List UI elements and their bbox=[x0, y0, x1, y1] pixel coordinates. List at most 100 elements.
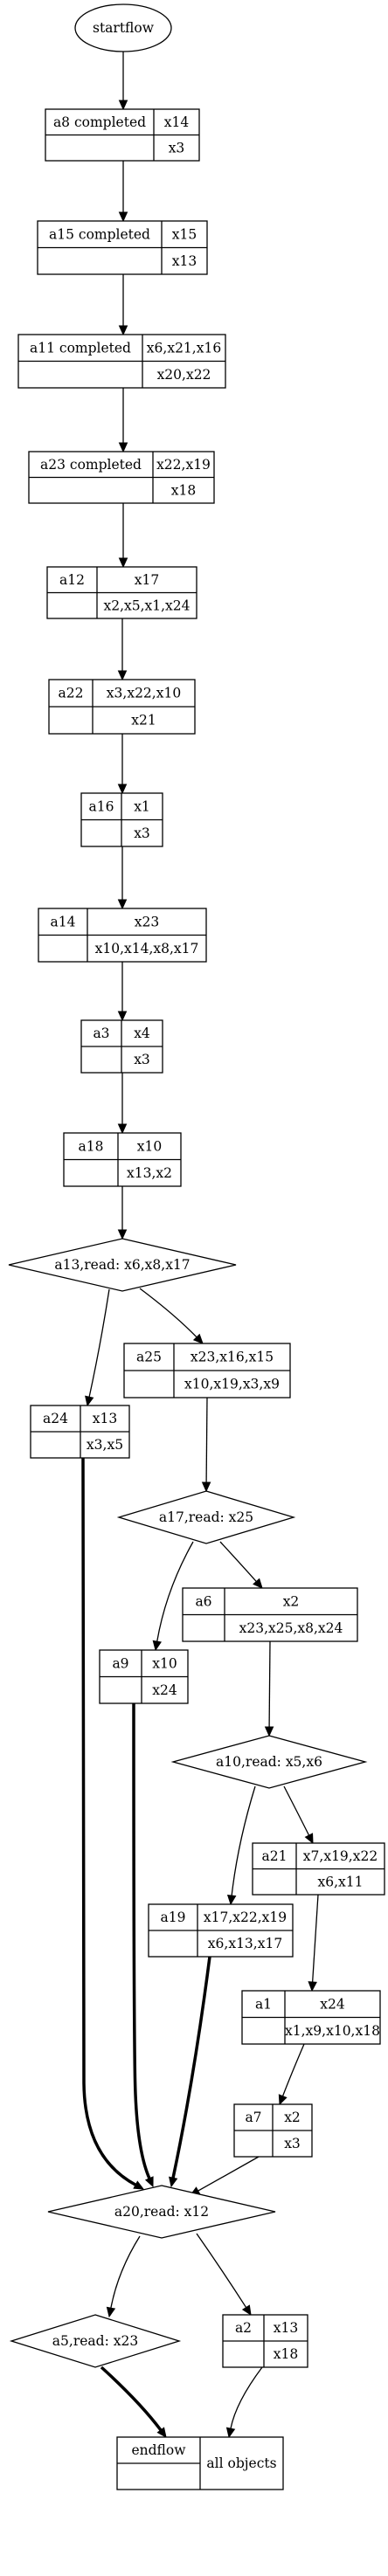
activity-name: a9 bbox=[112, 1655, 128, 1671]
written-objects: x17,x22,x19 bbox=[204, 1910, 287, 1925]
written-objects: x24 bbox=[320, 1996, 345, 2012]
read-objects: x3 bbox=[169, 140, 185, 155]
edge-arrowhead bbox=[85, 1395, 94, 1407]
read-objects: x10,x19,x3,x9 bbox=[184, 1377, 280, 1392]
edge-a17-to-a9 bbox=[152, 1541, 194, 1652]
read-objects: x21 bbox=[131, 713, 156, 729]
decision-label: a20,read: x12 bbox=[114, 2204, 209, 2220]
edge-line bbox=[281, 2043, 305, 2096]
edge-a11-to-a23 bbox=[118, 388, 128, 453]
activity-name: a11 completed bbox=[30, 340, 131, 356]
activity-name: a7 bbox=[245, 2110, 261, 2125]
decision-label: a17,read: x25 bbox=[159, 1509, 253, 1525]
activity-name: a14 bbox=[51, 914, 76, 929]
edge-a13-to-a24 bbox=[85, 1288, 110, 1407]
written-objects: x13 bbox=[274, 2320, 298, 2336]
edge-a25-to-a17 bbox=[201, 1397, 211, 1493]
edge-arrowhead bbox=[106, 2306, 116, 2318]
activity-name: a1 bbox=[255, 1996, 272, 2012]
written-objects: x17 bbox=[135, 572, 159, 588]
written-objects: x14 bbox=[164, 114, 190, 130]
edge-start-to-a8 bbox=[118, 52, 128, 111]
edge-arrowhead bbox=[117, 1229, 128, 1240]
edge-line bbox=[110, 2235, 141, 2309]
edge-arrowhead bbox=[308, 1981, 317, 1992]
edge-arrowhead bbox=[278, 2094, 288, 2106]
activity-name: a6 bbox=[195, 1593, 211, 1609]
written-objects: x15 bbox=[172, 226, 197, 242]
start-label: startflow bbox=[93, 20, 155, 36]
edge-a15-to-a11 bbox=[118, 274, 128, 336]
edge-arrowhead bbox=[304, 1833, 314, 1845]
edge-arrowhead bbox=[152, 1640, 162, 1652]
read-objects: x2,x5,x1,x24 bbox=[103, 597, 190, 613]
activity-name: a22 bbox=[59, 686, 84, 701]
edge-a10-to-a19 bbox=[226, 1785, 256, 1906]
edge-a1-to-a7 bbox=[278, 2043, 305, 2106]
activity-name: a12 bbox=[59, 572, 85, 588]
read-objects: x6,x13,x17 bbox=[208, 1936, 282, 1951]
activity-name: a25 bbox=[136, 1350, 162, 1365]
node-a13: a13,read: x6,x8,x17 bbox=[8, 1238, 237, 1292]
edge-line bbox=[88, 1288, 110, 1398]
edge-a21-to-a1 bbox=[308, 1894, 319, 1992]
edge-line bbox=[230, 2366, 263, 2429]
edge-line bbox=[268, 1640, 271, 1728]
written-objects: x2 bbox=[284, 2110, 301, 2125]
edge-arrowhead bbox=[144, 2176, 154, 2188]
node-a11: a11 completed x6,x21,x16 x20,x22 bbox=[17, 334, 226, 389]
written-objects: x10 bbox=[137, 1138, 162, 1154]
edge-line bbox=[231, 1785, 256, 1896]
node-a22: a22 x3,x22,x10 x21 bbox=[48, 679, 196, 735]
edge-line bbox=[156, 1541, 194, 1642]
edge-a13-to-a25 bbox=[139, 1288, 204, 1344]
edge-arrowhead bbox=[253, 1578, 263, 1589]
edge-line bbox=[219, 1541, 257, 1582]
edge-a23-to-a12 bbox=[118, 503, 128, 569]
edge-arrowhead bbox=[117, 899, 128, 910]
written-objects: x3,x22,x10 bbox=[107, 686, 181, 701]
edge-arrowhead bbox=[226, 1894, 237, 1906]
node-a20: a20,read: x12 bbox=[47, 2185, 276, 2239]
edge-arrowhead bbox=[201, 1481, 211, 1493]
edge-arrowhead bbox=[118, 211, 128, 223]
read-objects: x20,x22 bbox=[157, 367, 211, 383]
edge-line bbox=[81, 1457, 137, 2186]
read-objects: x13 bbox=[172, 253, 197, 269]
activity-name: a24 bbox=[43, 1411, 68, 1426]
edge-arrowhead bbox=[241, 2304, 252, 2317]
edge-a5-to-end bbox=[100, 2365, 167, 2438]
written-objects: x2 bbox=[283, 1593, 300, 1609]
activity-name: a16 bbox=[89, 798, 114, 814]
written-objects: x23 bbox=[135, 914, 159, 929]
written-objects: x6,x21,x16 bbox=[147, 340, 221, 356]
read-objects: x3 bbox=[134, 1052, 150, 1067]
edge-arrowhead bbox=[225, 2427, 236, 2439]
edge-a3-to-a18 bbox=[117, 1073, 128, 1135]
read-objects: x3,x5 bbox=[87, 1437, 123, 1453]
edge-a22-to-a16 bbox=[117, 734, 128, 795]
edge-arrowhead bbox=[156, 2427, 167, 2438]
written-objects: x4 bbox=[134, 1026, 150, 1041]
edge-a20-to-a2 bbox=[196, 2233, 252, 2317]
edge-line bbox=[283, 1785, 310, 1836]
edge-a19-to-a20 bbox=[169, 1956, 211, 2188]
edge-line bbox=[100, 2365, 163, 2432]
written-objects: x7,x19,x22 bbox=[303, 1848, 378, 1864]
decision-diamond bbox=[47, 2185, 276, 2239]
edge-a10-to-a21 bbox=[283, 1785, 314, 1845]
decision-label: a10,read: x5,x6 bbox=[216, 1754, 322, 1770]
edge-a9-to-a20 bbox=[132, 1702, 154, 2188]
edge-line bbox=[197, 2156, 260, 2192]
edge-line bbox=[311, 1894, 319, 1983]
read-objects: x3 bbox=[134, 825, 150, 841]
